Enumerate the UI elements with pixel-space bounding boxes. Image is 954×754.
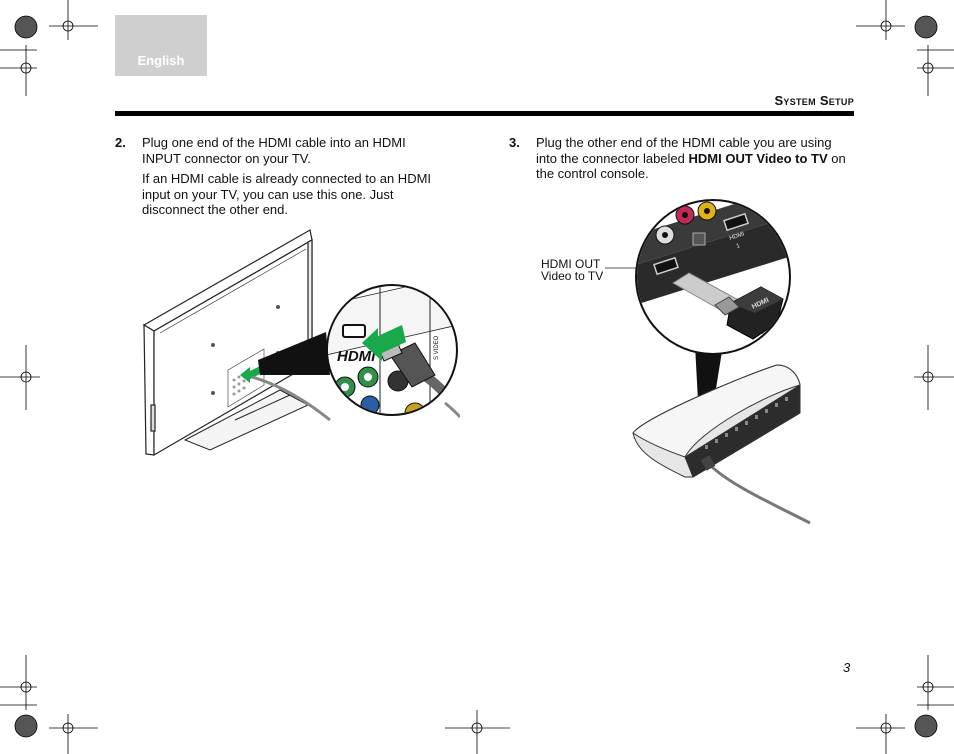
step-2-text: Plug one end of the HDMI cable into an H… [142,135,406,166]
callout-line-2: Video to TV [541,269,604,283]
console-port-number: 1 [736,243,742,250]
control-console [632,364,801,478]
tv-port-hdmi-label: HDMI [337,348,376,365]
callout-line-1: HDMI OUT [541,257,601,271]
step-2-note: If an HDMI cable is already connected to… [142,171,432,217]
step-3-number: 3. [509,135,520,150]
console-hdmi-illustration: HDMI 1 HDMI [605,199,811,525]
console-port-label: HDMI [729,231,746,242]
step-2-number: 2. [115,135,126,150]
step-3-text-before: Plug the other end of the HDMI cable you… [536,135,832,166]
language-tab-label: English [137,53,185,68]
section-title: System Setup [774,93,854,108]
hdmi-out-callout: HDMI OUT Video to TV [541,258,603,282]
page-number: 3 [843,660,851,675]
step-3-text: Plug the other end of the HDMI cable you… [536,135,854,182]
small-green-arrow [240,366,260,383]
step-3-connector-name: HDMI OUT Video to TV [688,150,828,166]
large-green-arrow [362,325,406,361]
tv-hdmi-illustration: HDMI S VIDEO [142,229,460,457]
step-3-text-after: on the control console. [536,150,846,182]
header-rule [115,111,854,116]
language-tab: English [115,15,207,76]
tv-port-svideo-label: S VIDEO [434,335,440,360]
